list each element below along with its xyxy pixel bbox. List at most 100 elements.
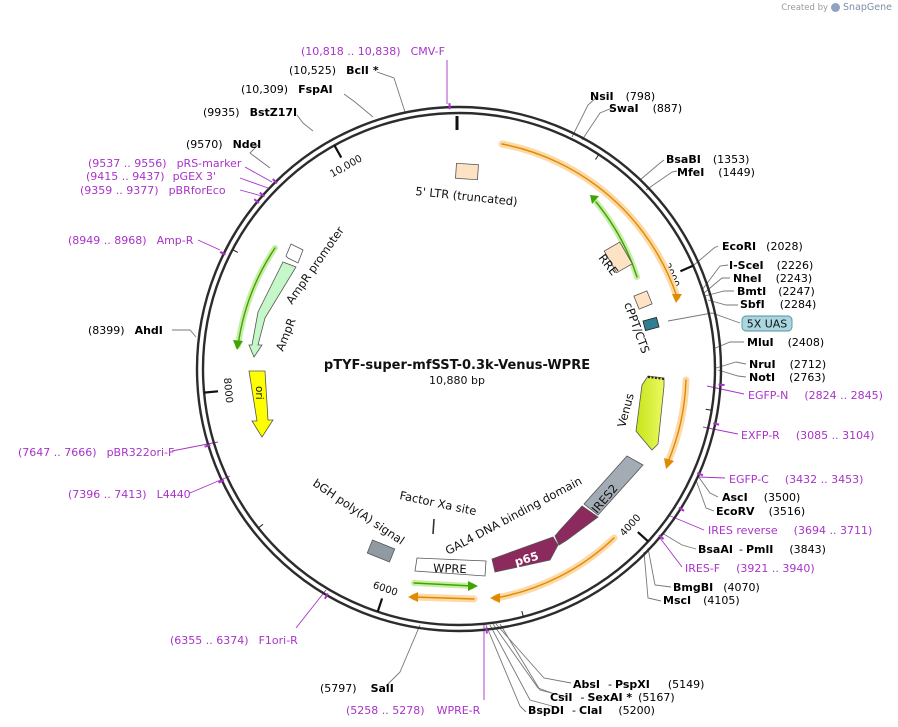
enzyme-site: SbfI(2284) <box>740 298 816 311</box>
label-ampr: AmpR <box>273 316 299 353</box>
scale-tick-label: 8000 <box>221 377 234 403</box>
primer-label: EGFP-C(3432 .. 3453) <box>729 473 863 486</box>
enzyme-site: (10,309)FspAI <box>241 83 333 96</box>
enzyme-group: AbsI-PspXI(5149) <box>573 678 704 691</box>
feature-cppt-box <box>633 290 653 310</box>
label-venus: Venus <box>614 392 636 429</box>
plasmid-backbone <box>195 105 723 633</box>
scale-tick-label: 6000 <box>371 580 399 599</box>
plasmid-size: 10,880 bp <box>429 374 485 387</box>
callout-5x-uas: 5X UAS <box>741 315 793 332</box>
enzyme-labels: NsiI(798) SwaI(887) BsaBI(1353) MfeI(144… <box>88 64 826 717</box>
enzyme-site: AscI(3500) <box>722 491 800 504</box>
primer-site-mark <box>218 479 225 484</box>
scale-major-tick <box>333 144 343 159</box>
feature-5-ltr-box <box>455 162 479 181</box>
scale-major-tick <box>376 598 384 613</box>
primer-label: (6355 .. 6374)F1ori-R <box>170 634 298 647</box>
feature-shapes <box>248 162 665 577</box>
credit-brand: SnapGene <box>843 2 892 13</box>
enzyme-group: BsaAI-PmlI(3843) <box>698 543 826 556</box>
feature-rre-box <box>603 241 633 274</box>
enzyme-site: NheI(2243) <box>733 272 812 285</box>
feature-bgh-polya-box <box>366 539 396 563</box>
feature-p65-arrow <box>491 536 559 573</box>
primer-label: (9537 .. 9556)pRS-marker <box>88 157 242 170</box>
scale-major-tick <box>679 264 694 273</box>
enzyme-site: EcoRV(3516) <box>716 505 805 518</box>
feature-ampr-arrow <box>248 261 297 358</box>
enzyme-site: BmtI(2247) <box>737 285 815 298</box>
primer-label: (8949 .. 8968)Amp-R <box>68 234 194 247</box>
enzyme-site: MluI(2408) <box>747 336 824 349</box>
primer-site-mark <box>272 178 278 185</box>
primer-label: (9359 .. 9377)pBRforEco <box>80 184 226 197</box>
primer-label: (7396 .. 7413)L4440 <box>68 488 191 501</box>
scale-major-tick <box>203 390 219 394</box>
feature-ampr-promoter-arrow <box>285 243 304 264</box>
snapgene-logo-icon <box>831 3 841 12</box>
feature-5x-uas-box <box>642 316 660 332</box>
primer-label: (9415 .. 9437)pGEX 3' <box>86 170 216 183</box>
feature-gal4-arrow <box>554 505 599 546</box>
primer-site-mark <box>204 443 211 448</box>
label-bgh: bGH poly(A) signal <box>310 476 407 548</box>
feature-factor-xa-mark <box>432 518 435 535</box>
scale-tick-label: 10,000 <box>328 153 364 180</box>
plasmid-center-title: pTYF-super-mfSST-0.3k-Venus-WPRE 10,880 … <box>324 358 590 387</box>
primer-site-mark <box>696 472 704 477</box>
enzyme-site: MscI(4105) <box>663 594 740 607</box>
enzyme-site: (9570)NdeI <box>186 138 261 151</box>
scale-tick <box>705 408 712 411</box>
enzyme-site: SwaI(887) <box>609 102 682 115</box>
venus-dashed-cap <box>647 376 665 380</box>
enzyme-site: EcoRI(2028) <box>722 240 803 253</box>
enzyme-group: BspDI-ClaI(5200) <box>528 704 655 717</box>
enzyme-site: I-SceI(2226) <box>729 259 813 272</box>
enzyme-site: (10,525)BclI* <box>289 64 379 77</box>
feature-ires2-box <box>583 455 644 516</box>
enzyme-site: (9935)BstZ17I <box>203 106 297 119</box>
primer-site-marks <box>204 103 725 634</box>
label-ori: ori <box>253 386 265 400</box>
orf-arcs <box>235 140 690 603</box>
label-factor-xa: Factor Xa site <box>398 488 477 518</box>
scale-tick <box>595 154 600 160</box>
orf-arrowheads <box>233 195 682 603</box>
label-p65: p65 <box>513 549 540 569</box>
enzyme-site: (8399)AhdI <box>88 324 163 337</box>
scale-tick <box>258 523 264 529</box>
plasmid-name: pTYF-super-mfSST-0.3k-Venus-WPRE <box>324 358 590 373</box>
scale-tick <box>521 610 524 617</box>
enzyme-site: (5797)SalI <box>320 682 394 695</box>
label-leader-lines <box>172 71 747 713</box>
label-wpre: WPRE <box>433 561 467 576</box>
scale-major-tick <box>637 531 649 543</box>
primer-label: IRES reverse(3694 .. 3711) <box>708 524 872 537</box>
credit-prefix: Created by <box>781 2 829 13</box>
primer-site-mark <box>253 198 260 204</box>
enzyme-site: NotI(2763) <box>749 371 826 384</box>
label-5-ltr: 5' LTR (truncated) <box>415 184 519 209</box>
feature-venus-arrow <box>635 375 665 451</box>
primer-label: (10,818 .. 10,838)CMV-F <box>301 45 445 58</box>
enzyme-site: NsiI(798) <box>590 90 655 103</box>
primer-site-mark <box>324 593 329 600</box>
primer-site-mark <box>219 251 226 256</box>
enzyme-site: BsaBI(1353) <box>666 153 749 166</box>
feature-wpre-box <box>414 557 487 577</box>
enzyme-site: MfeI(1449) <box>677 166 755 179</box>
primer-label: (7647 .. 7666)pBR322ori-F <box>18 446 174 459</box>
primer-label: (5258 .. 5278)WPRE-R <box>346 704 481 717</box>
primer-site-mark <box>678 506 685 512</box>
primer-site-mark <box>485 627 488 634</box>
label-5x-uas: 5X UAS <box>747 318 788 331</box>
primer-label: IRES-F(3921 .. 3940) <box>685 562 815 575</box>
snapgene-credit: Created by SnapGene <box>781 2 892 13</box>
enzyme-site: BmgBI(4070) <box>673 581 760 594</box>
primer-labels: (10,818 .. 10,838)CMV-F (9537 .. 9556)pR… <box>18 45 883 717</box>
scale-tick <box>232 249 239 253</box>
enzyme-site: NruI(2712) <box>749 358 826 371</box>
primer-site-mark <box>259 191 266 198</box>
